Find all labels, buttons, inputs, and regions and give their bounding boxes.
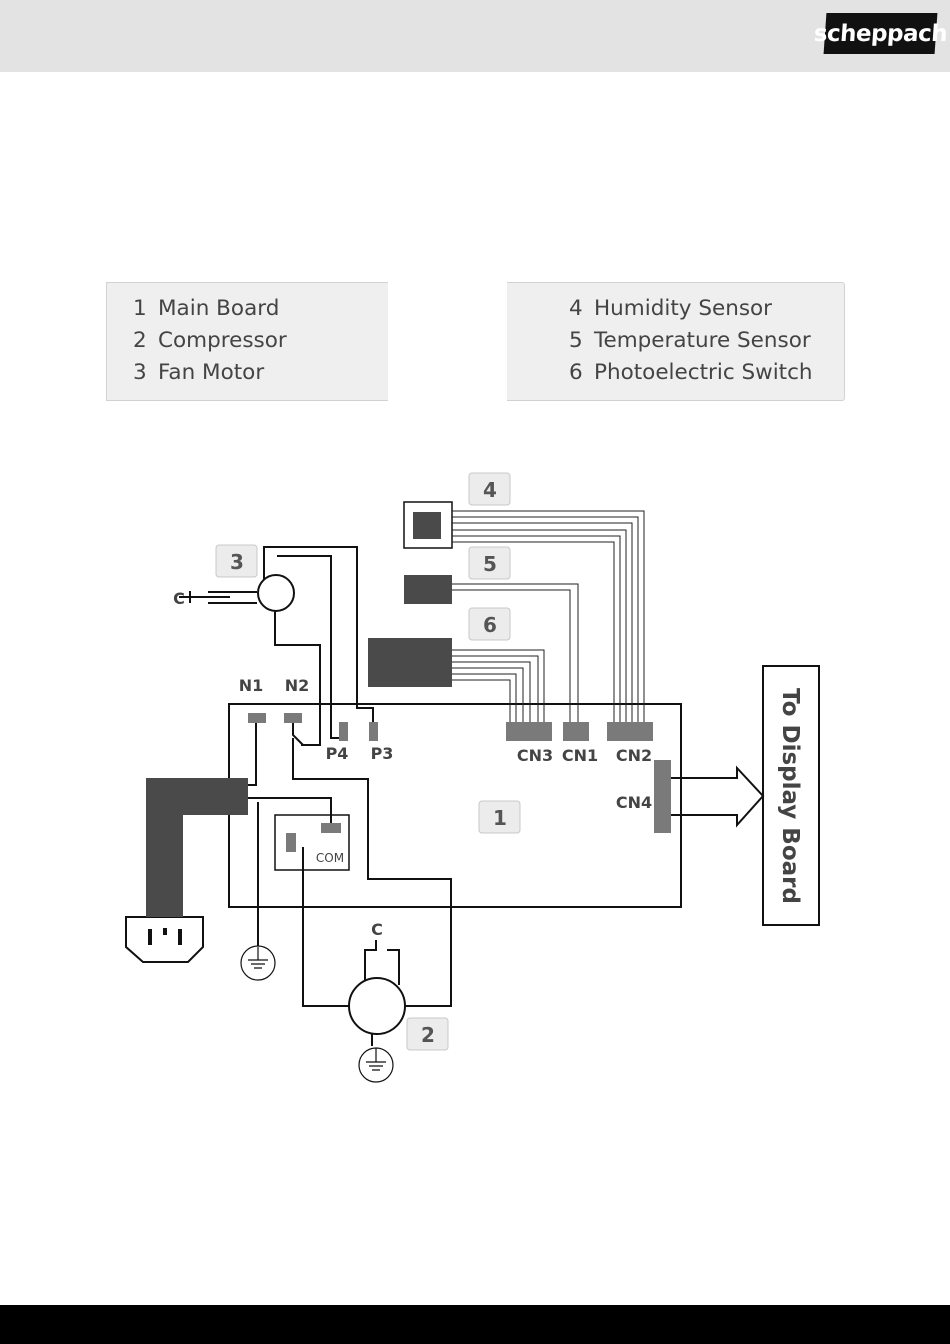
fan-capacitor-label: C xyxy=(173,589,185,608)
photoelectric-switch xyxy=(368,638,452,687)
compressor-motor-icon xyxy=(349,978,405,1034)
power-cord xyxy=(146,778,248,917)
cn3-connector xyxy=(506,722,552,741)
callout-1: 1 xyxy=(493,806,507,830)
p4-connector xyxy=(339,722,348,741)
n2-label: N2 xyxy=(285,676,310,695)
p3-label: P3 xyxy=(371,744,394,763)
com-label: COM xyxy=(316,851,344,865)
plug-pin-right xyxy=(178,929,182,945)
compressor-capacitor-label: C xyxy=(371,920,383,939)
relay-contact xyxy=(286,833,296,852)
cn3-label: CN3 xyxy=(517,746,553,765)
n2-connector xyxy=(284,713,302,723)
callout-6: 6 xyxy=(483,613,497,637)
callout-2: 2 xyxy=(421,1023,435,1047)
cn2-connector xyxy=(607,722,653,741)
p4-label: P4 xyxy=(326,744,349,763)
footer-bar xyxy=(0,1305,950,1344)
plug-pin-earth xyxy=(163,928,167,935)
ground-icon xyxy=(359,1048,393,1082)
p3-connector xyxy=(369,722,378,741)
cn1-label: CN1 xyxy=(562,746,598,765)
humidity-sensor xyxy=(413,512,441,539)
cn2-label: CN2 xyxy=(616,746,652,765)
cn1-connector xyxy=(563,722,589,741)
n1-label: N1 xyxy=(239,676,264,695)
callout-3: 3 xyxy=(230,550,244,574)
temperature-sensor xyxy=(404,575,452,604)
n1-connector xyxy=(248,713,266,723)
callout-4: 4 xyxy=(483,478,497,502)
cn4-label: CN4 xyxy=(616,793,652,812)
display-board-label: To Display Board xyxy=(777,688,803,904)
fan-motor-icon xyxy=(258,575,294,611)
cn4-connector xyxy=(654,760,671,833)
ground-icon xyxy=(241,946,275,980)
com-contact xyxy=(321,823,341,833)
callout-5: 5 xyxy=(483,552,497,576)
plug-pin-left xyxy=(148,929,152,945)
